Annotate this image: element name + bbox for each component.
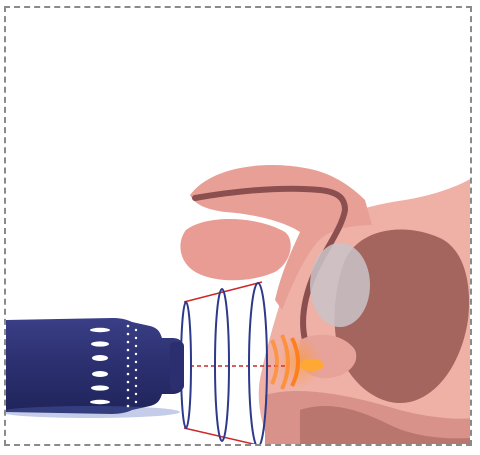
beam-lower-edge	[184, 428, 262, 446]
pressure-wave-icon	[181, 283, 267, 447]
lower-lobe	[180, 219, 290, 280]
pelvic-anatomy	[180, 165, 472, 446]
beam-upper-edge	[184, 282, 262, 302]
device-nozzle	[170, 342, 184, 390]
wave-ring-2	[215, 289, 229, 441]
shockwave-device-icon	[0, 318, 184, 418]
prostate-gland	[310, 243, 370, 327]
device-body	[6, 318, 184, 414]
focal-point	[300, 359, 324, 371]
